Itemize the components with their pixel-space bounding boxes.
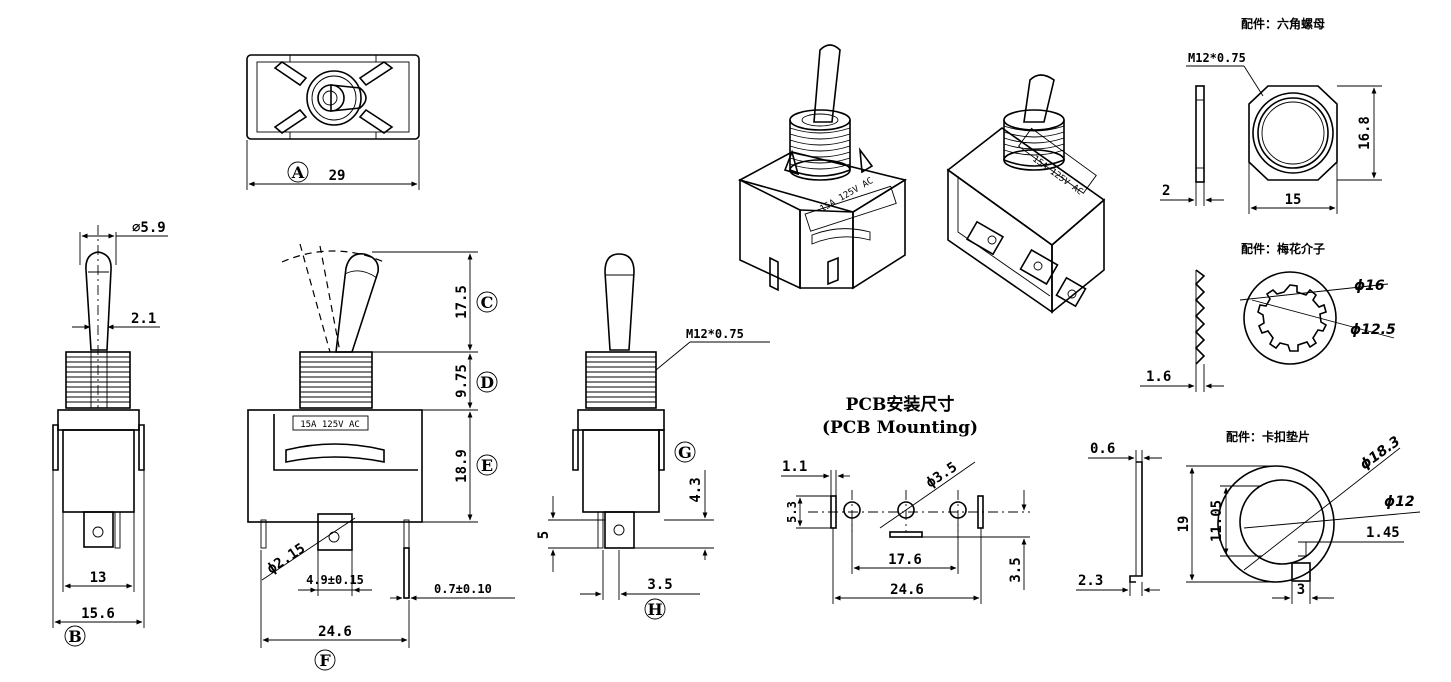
pcb-dim-24-6: 24.6 — [890, 582, 924, 598]
pcb-dim-5-3: 5.3 — [785, 501, 799, 523]
clip-washer-inner-h: 11.05 — [1209, 500, 1225, 542]
marker-c: C — [481, 293, 494, 312]
pcb-dim-3-5: 3.5 — [1008, 557, 1024, 582]
dim-width-29: 29 — [329, 168, 346, 184]
hex-nut-thickness: 2 — [1162, 183, 1170, 199]
iso-view-front: 15A 125V AC — [737, 44, 908, 292]
hex-nut-title: 配件：六角螺母 — [1241, 16, 1325, 31]
marker-a: A — [291, 163, 305, 182]
pcb-title-en: (PCB Mounting) — [822, 418, 978, 438]
dim-9-75: 9.75 — [454, 364, 470, 398]
clip-washer-tab-len: 2.3 — [1078, 573, 1103, 589]
marker-e: E — [481, 456, 493, 475]
top-view: A 29 — [246, 54, 420, 190]
iso-b-threads — [1003, 125, 1065, 156]
front-view: ⌀5.9 2.1 13 15.6 B — [52, 220, 168, 647]
clip-washer: 配件：卡扣垫片 0.6 2.3 ϕ18.3 ϕ12 19 11.05 — [1076, 429, 1421, 604]
right-view: M12*0.75 G 4.3 5 3.5 H — [536, 253, 770, 620]
pcb-dim-17-6: 17.6 — [888, 552, 922, 568]
clip-washer-thickness: 0.6 — [1090, 441, 1115, 457]
marker-h: H — [647, 600, 662, 619]
rating-label-iso-a: 15A 125V AC — [819, 176, 876, 214]
dim-18-9: 18.9 — [454, 449, 470, 483]
pcb-title-cn: PCB安装尺寸 — [846, 394, 955, 415]
dim-slot: 2.1 — [131, 311, 156, 327]
iso-a-threads — [789, 127, 851, 170]
dim-3-5-right: 3.5 — [647, 577, 672, 593]
pcb-dim-hole: ϕ3.5 — [923, 459, 960, 491]
iso-view-rear: 15A 125V AC — [946, 74, 1106, 314]
dim-diameter: ⌀5.9 — [132, 220, 166, 236]
lock-washer-outer: ϕ16 — [1354, 278, 1385, 294]
marker-g: G — [678, 443, 692, 462]
marker-d: D — [480, 373, 494, 392]
clip-washer-tab-width: 3 — [1297, 582, 1305, 598]
marker-f: F — [319, 651, 331, 670]
pcb-dim-1-1: 1.1 — [782, 459, 807, 475]
bushing-threads — [66, 356, 130, 403]
hex-nut-height: 16.8 — [1357, 116, 1373, 150]
hex-nut: 配件：六角螺母 M12*0.75 16.8 2 15 — [1160, 16, 1382, 214]
right-bushing-threads — [586, 356, 656, 403]
side-bushing-threads — [300, 356, 372, 403]
dim-hole: ϕ2.15 — [264, 540, 308, 577]
rating-label-side: 15A 125V AC — [300, 420, 360, 430]
dim-5: 5 — [536, 531, 552, 539]
lock-washer-thickness: 1.6 — [1146, 369, 1171, 385]
lock-washer: 配件：梅花介子 ϕ16 ϕ12.5 1.6 — [1140, 241, 1396, 392]
dim-thickness: 0.7±0.10 — [434, 582, 492, 596]
dim-4-3: 4.3 — [688, 477, 704, 502]
marker-b: B — [68, 627, 82, 646]
clip-washer-height: 19 — [1176, 516, 1192, 533]
clip-washer-outer: ϕ18.3 — [1357, 433, 1403, 473]
dim-width-15-6: 15.6 — [81, 606, 115, 622]
side-view: 15A 125V AC 17.5 9.75 18.9 C D E ϕ2.15 — [247, 243, 515, 671]
lock-washer-inner: ϕ12.5 — [1350, 322, 1396, 338]
thread-label: M12*0.75 — [686, 327, 744, 341]
lock-washer-title: 配件：梅花介子 — [1241, 241, 1325, 256]
clip-washer-inner: ϕ12 — [1384, 494, 1415, 510]
hex-nut-thread: M12*0.75 — [1188, 51, 1246, 65]
dim-pin: 4.9±0.15 — [306, 573, 364, 587]
pcb-mounting: PCB安装尺寸 (PCB Mounting) 1.1 5.3 ϕ3.5 17.6 — [781, 394, 1030, 604]
dim-span: 24.6 — [318, 624, 352, 640]
clip-washer-title: 配件：卡扣垫片 — [1226, 429, 1310, 444]
hex-nut-width: 15 — [1285, 192, 1302, 208]
clip-washer-tab-offset: 1.45 — [1366, 525, 1400, 541]
dim-17-5: 17.5 — [454, 285, 470, 319]
dim-width-13: 13 — [90, 570, 107, 586]
